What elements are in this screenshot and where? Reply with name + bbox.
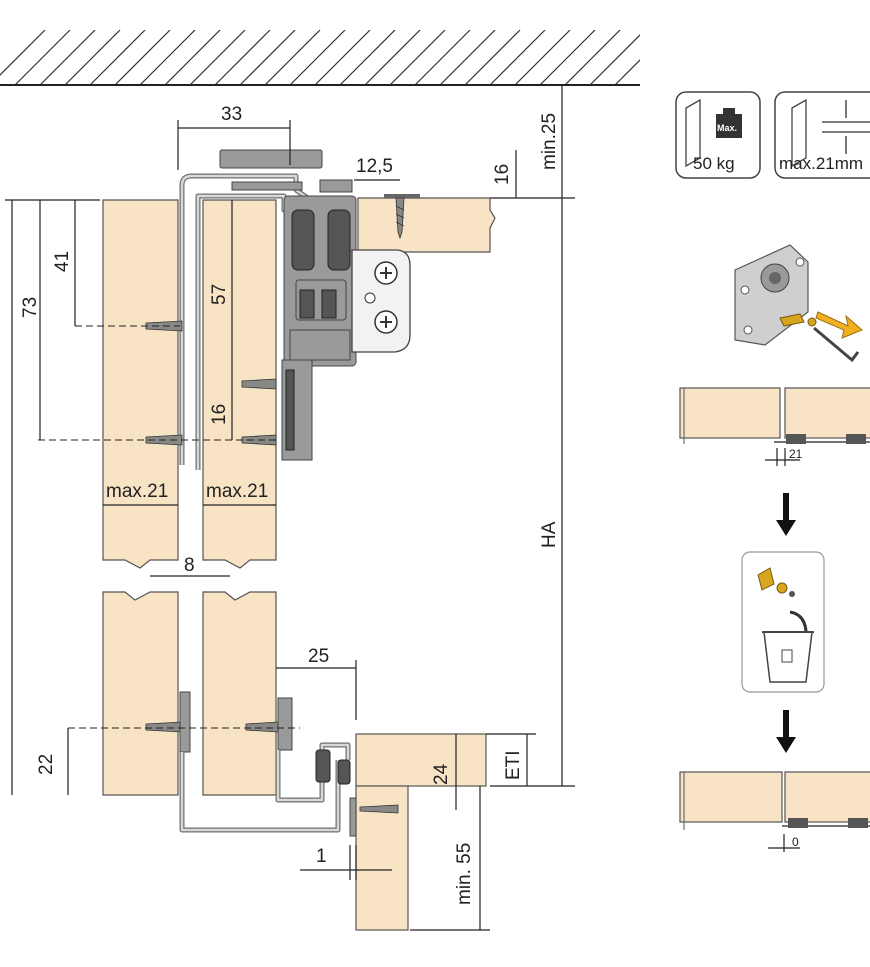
arrow-right-icon (815, 311, 863, 339)
dim-57: 57 (209, 284, 230, 305)
step-1-panels: 21 (679, 387, 870, 466)
dim-16-mid: 16 (209, 404, 230, 425)
dim-33: 33 (221, 104, 242, 125)
right-door-lower (202, 591, 277, 796)
dim-1: 1 (316, 846, 327, 867)
thickness-value: max.21mm (779, 154, 863, 173)
step-2-panels: 0 (679, 771, 870, 852)
dim-24: 24 (431, 763, 452, 785)
thickness-icon (822, 100, 870, 154)
dim-ha: HA (539, 521, 560, 548)
top-board (357, 197, 496, 253)
allen-key-icon (813, 326, 860, 363)
arrow-down-icon (776, 493, 796, 536)
gap-0: 0 (792, 835, 799, 849)
weight-badge: Max. 50 kg (675, 91, 761, 179)
left-door-upper (102, 199, 179, 569)
dimension-lines (5, 84, 575, 931)
ceiling-hatch (0, 30, 640, 85)
fixing-plate (351, 249, 411, 353)
weight-max-label: Max. (717, 123, 737, 133)
dim-73: 73 (20, 297, 41, 318)
weight-value: 50 kg (693, 154, 735, 173)
dim-12-5: 12,5 (356, 156, 393, 177)
dim-16-top: 16 (492, 164, 513, 185)
upper-carriage (281, 195, 357, 461)
dim-8: 8 (184, 555, 195, 576)
top-screw (384, 194, 420, 240)
gap-21: 21 (789, 447, 803, 461)
dim-eti: ETI (503, 750, 524, 780)
dim-min25: min.25 (539, 113, 560, 170)
right-door-upper (202, 199, 277, 569)
lower-guide (179, 691, 357, 837)
weight-icon (716, 114, 742, 138)
dim-max21-left: max.21 (106, 481, 168, 502)
dim-max21-right: max.21 (206, 481, 268, 502)
carriage-part (734, 244, 863, 363)
dim-41: 41 (52, 251, 73, 272)
dim-22: 22 (36, 754, 57, 775)
left-door-lower (102, 591, 179, 796)
dim-25: 25 (308, 646, 329, 667)
dim-min55: min. 55 (454, 843, 475, 905)
arrow-down-icon-2 (776, 710, 796, 753)
thickness-badge: max.21mm (774, 91, 870, 179)
disposal-step (741, 551, 825, 693)
bottom-board (355, 733, 487, 787)
